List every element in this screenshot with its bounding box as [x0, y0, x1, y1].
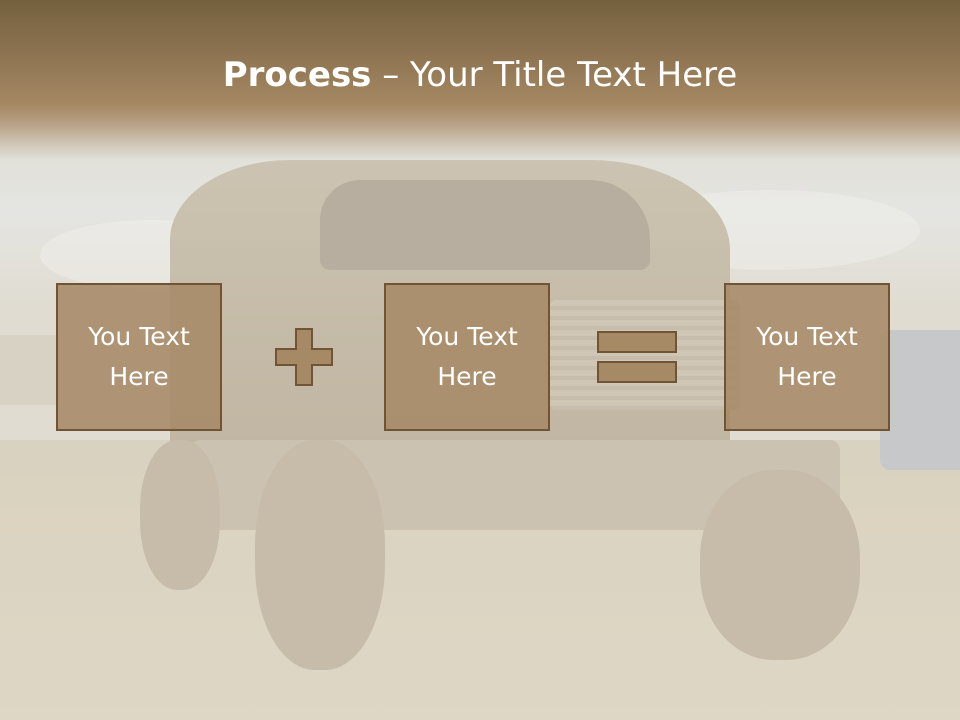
header-band	[0, 0, 960, 160]
plus-icon	[275, 328, 333, 386]
truck-wheel	[700, 470, 860, 660]
process-box-3[interactable]: You Text Here	[724, 283, 890, 431]
background-building	[0, 335, 60, 405]
process-box-3-text: You Text Here	[756, 322, 858, 391]
process-box-1[interactable]: You Text Here	[56, 283, 222, 431]
truck-wheel	[255, 440, 385, 670]
truck-wheel	[140, 440, 220, 590]
truck-windshield	[320, 180, 650, 270]
process-box-2-text: You Text Here	[416, 322, 518, 391]
process-box-1-text: You Text Here	[88, 322, 190, 391]
slide-title: Process – Your Title Text Here	[0, 52, 960, 98]
title-rest: – Your Title Text Here	[371, 55, 738, 95]
equals-icon	[597, 331, 677, 383]
process-box-2[interactable]: You Text Here	[384, 283, 550, 431]
blue-truck	[880, 330, 960, 470]
title-bold: Process	[222, 55, 372, 95]
truck-grille	[550, 300, 740, 410]
